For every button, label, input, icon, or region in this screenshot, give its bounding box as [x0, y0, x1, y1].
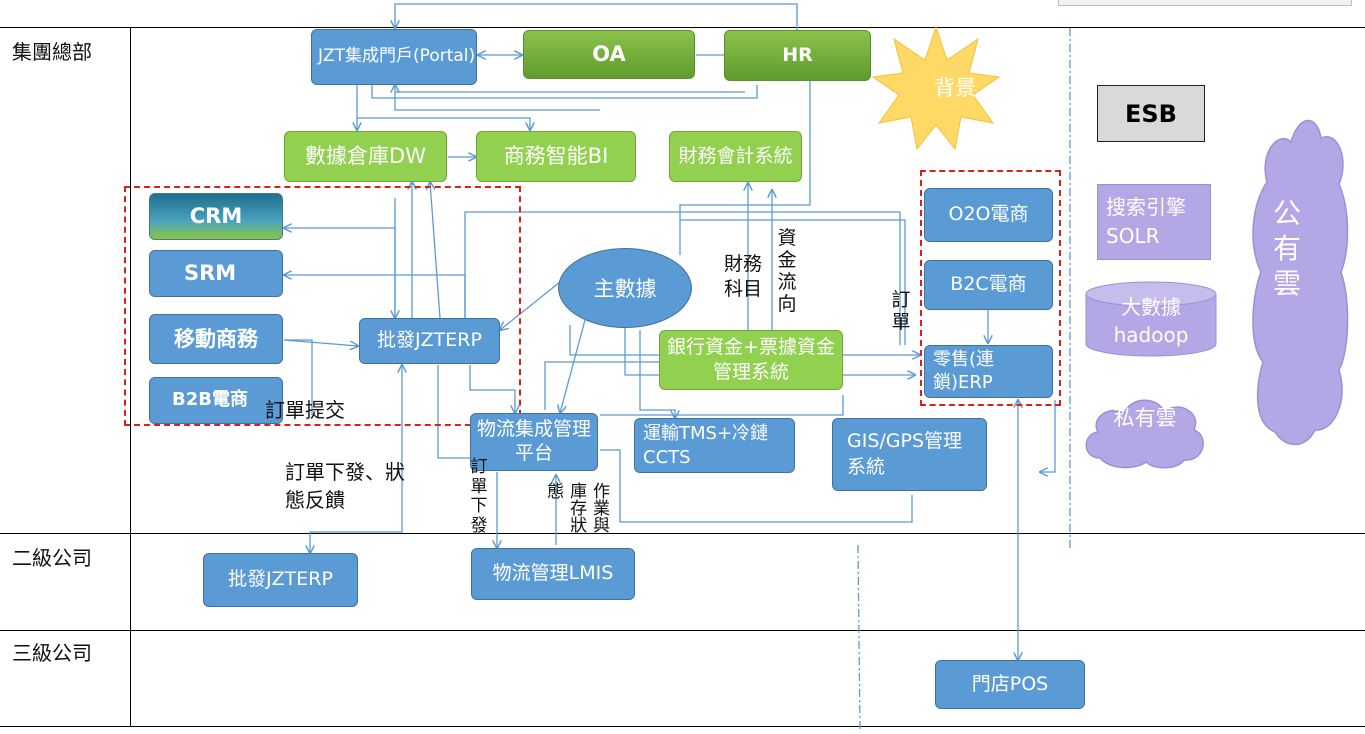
node-srm[interactable]: SRM: [149, 250, 283, 297]
node-gis-label: GIS/GPS管理系統: [847, 429, 963, 478]
node-crm[interactable]: CRM: [149, 193, 283, 240]
node-tms[interactable]: 運輸TMS+冷鏈CCTS: [634, 418, 795, 473]
label-inventory-status: 作業與庫存狀態: [534, 482, 610, 546]
node-dw-label: 數據倉庫DW: [305, 144, 426, 169]
label-order: 訂單: [891, 289, 911, 333]
label-finance-subject-text: 財務科目: [723, 253, 762, 300]
node-public-cloud-label: 公有雲: [1272, 197, 1301, 300]
node-o2o-label: O2O電商: [948, 203, 1029, 226]
lane-label-level2: 二級公司: [12, 546, 92, 570]
node-crm-label: CRM: [189, 204, 243, 229]
node-public-cloud[interactable]: 公有雲: [1270, 196, 1304, 301]
node-tms-label: 運輸TMS+冷鏈CCTS: [643, 423, 769, 468]
node-lmis[interactable]: 物流管理LMIS: [471, 548, 635, 600]
node-mdm-label: 主數據: [593, 277, 657, 301]
node-background: 背景: [934, 76, 976, 100]
dashed-group-ecommerce: [920, 170, 1061, 406]
node-esb[interactable]: ESB: [1097, 85, 1205, 142]
node-pos-label: 門店POS: [971, 672, 1049, 695]
label-fund-flow: 資金流向: [777, 227, 797, 315]
node-bi-label: 商務智能BI: [503, 144, 609, 169]
node-logistics-platform-label: 物流集成管理平台: [477, 418, 592, 464]
hadoop-cylinder: [1085, 281, 1217, 357]
node-erp-level2-label: 批發JZTERP: [228, 568, 333, 591]
node-private-cloud-label: 私有雲: [1113, 406, 1177, 430]
node-portal[interactable]: JZT集成門戶(Portal): [311, 29, 477, 85]
node-mobile-label: 移動商務: [174, 326, 258, 351]
node-solr[interactable]: 搜索引擎SOLR: [1097, 184, 1211, 260]
node-private-cloud[interactable]: 私有雲: [1110, 405, 1180, 432]
node-b2c[interactable]: B2C電商: [924, 260, 1053, 310]
public-cloud-shape: [1252, 119, 1349, 446]
node-b2b[interactable]: B2B電商: [149, 377, 283, 424]
node-b2b-label: B2B電商: [172, 389, 248, 411]
node-o2o[interactable]: O2O電商: [924, 188, 1053, 242]
node-hr[interactable]: HR: [724, 30, 871, 81]
node-bank[interactable]: 銀行資金+票據資金管理系統: [659, 330, 843, 390]
label-inventory-status-text: 作業與庫存狀態: [543, 482, 609, 533]
node-finance-label: 財務會計系統: [678, 144, 793, 167]
node-logistics-platform[interactable]: 物流集成管理平台: [470, 413, 598, 471]
node-erp-level2[interactable]: 批發JZTERP: [203, 553, 358, 607]
node-oa[interactable]: OA: [523, 30, 695, 79]
node-hadoop-label: 大數據hadoop: [1113, 295, 1189, 347]
label-order-dispatch: 訂單下發: [470, 457, 488, 536]
node-bank-label: 銀行資金+票據資金管理系統: [667, 336, 835, 383]
node-pos[interactable]: 門店POS: [935, 660, 1085, 709]
node-b2c-label: B2C電商: [950, 273, 1027, 296]
node-esb-label: ESB: [1125, 99, 1177, 128]
node-dw[interactable]: 數據倉庫DW: [284, 131, 447, 182]
label-order-submit: 訂單提交: [265, 398, 345, 422]
dashed-group-crm-erp: [124, 186, 521, 426]
lane-divider-1: [0, 533, 1365, 534]
node-mdm[interactable]: 主數據: [558, 248, 692, 328]
node-hr-label: HR: [782, 43, 813, 66]
node-bi[interactable]: 商務智能BI: [476, 131, 636, 182]
node-erp-hq-label: 批發JZTERP: [377, 329, 482, 352]
background-star: [871, 25, 1001, 151]
lane-label-hq: 集團總部: [12, 40, 92, 64]
lane-label-level3: 三級公司: [12, 641, 92, 665]
node-mobile[interactable]: 移動商務: [149, 314, 283, 364]
node-erp-hq[interactable]: 批發JZTERP: [359, 318, 500, 364]
lane-column-divider: [130, 27, 131, 727]
node-lmis-label: 物流管理LMIS: [492, 562, 614, 585]
lane-divider-2: [0, 630, 1365, 631]
node-finance[interactable]: 財務會計系統: [669, 131, 802, 182]
label-finance-subject: 財務科目: [720, 252, 766, 301]
node-retail-erp[interactable]: 零售(連鎖)ERP: [924, 345, 1053, 398]
node-oa-label: OA: [592, 42, 626, 67]
private-cloud-shape: [1085, 399, 1204, 469]
node-srm-label: SRM: [184, 261, 237, 286]
node-solr-label: 搜索引擎SOLR: [1106, 195, 1186, 248]
label-order-dispatch-feedback: 訂單下發、狀態反饋: [285, 460, 405, 512]
swimlane-table: [0, 27, 1365, 727]
node-retail-erp-label: 零售(連鎖)ERP: [933, 349, 995, 393]
top-right-box-edge: [1058, 0, 1352, 6]
node-hadoop[interactable]: 大數據hadoop: [1090, 293, 1212, 349]
node-gis[interactable]: GIS/GPS管理系統: [832, 418, 987, 491]
node-portal-label: JZT集成門戶(Portal): [318, 46, 476, 67]
